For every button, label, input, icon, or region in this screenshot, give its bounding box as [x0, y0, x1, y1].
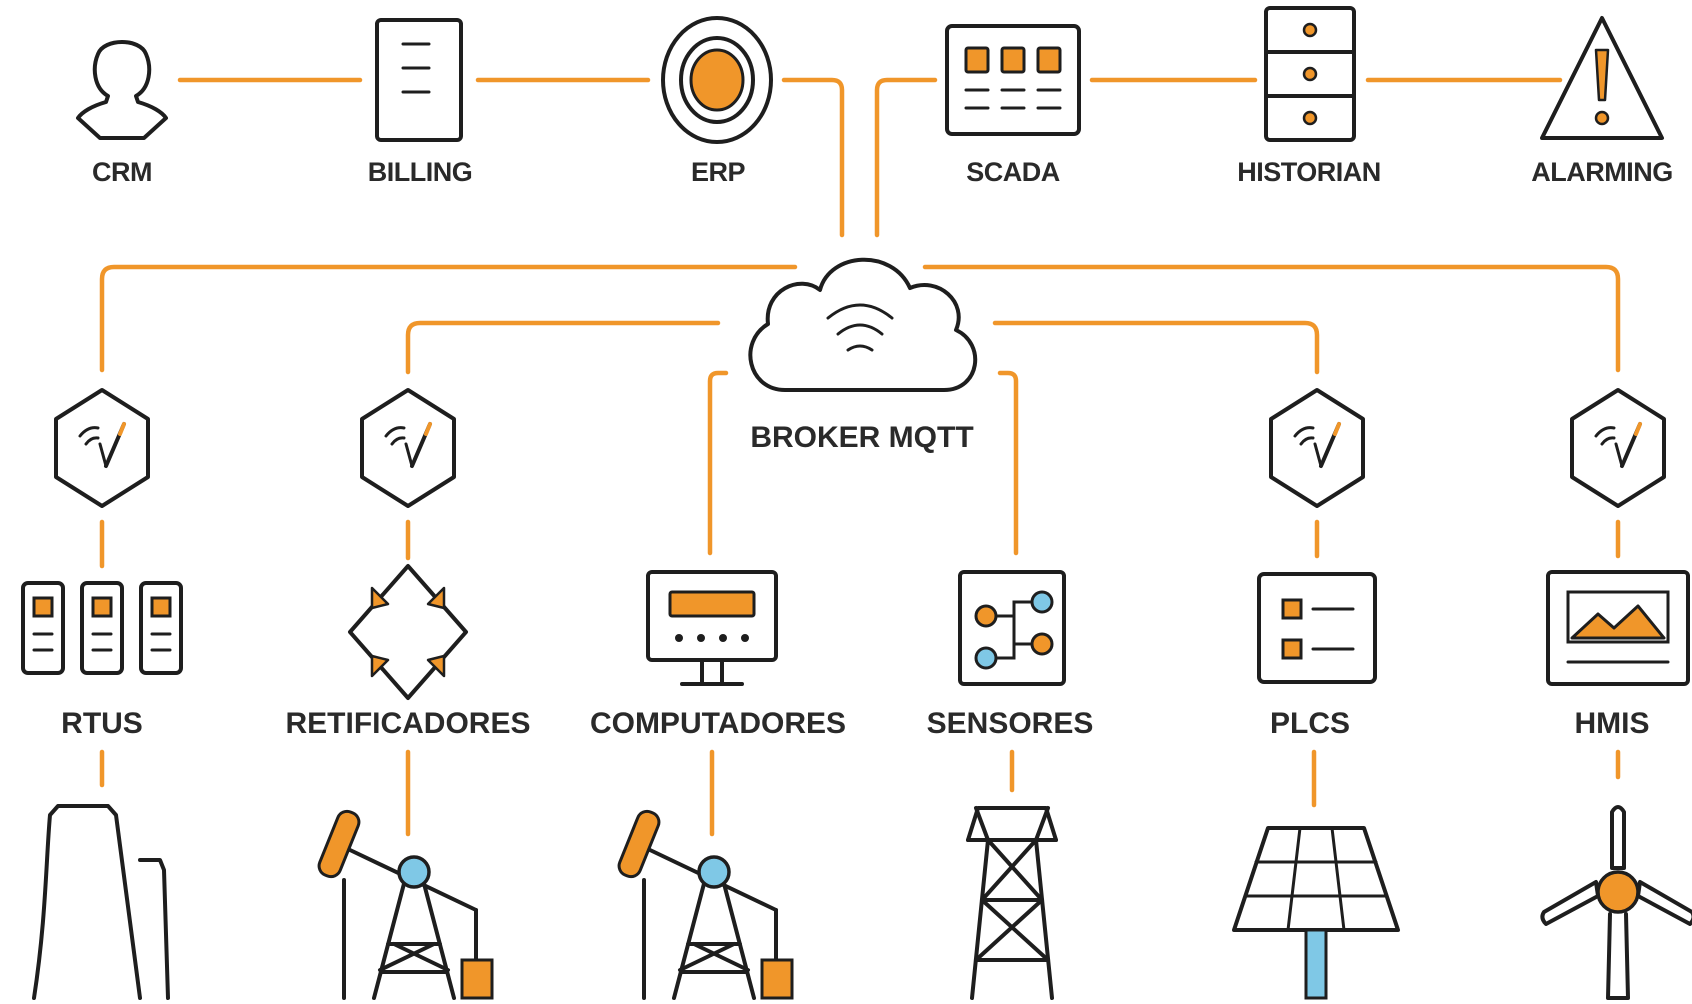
broker-label: BROKER MQTT — [750, 421, 973, 454]
device-labels: RTUS RETIFICADORES COMPUTADORES SENSORES… — [61, 707, 1649, 740]
label-hmis: HMIS — [1575, 707, 1650, 740]
label-alarming: ALARMING — [1531, 157, 1672, 187]
pumpjack-icon — [317, 809, 494, 1000]
link-broker-plcs — [992, 320, 1320, 375]
wind-turbine-icon — [1540, 805, 1692, 1000]
link-broker-hmis — [922, 264, 1621, 373]
warning-icon — [1540, 16, 1664, 140]
user-icon — [76, 40, 168, 140]
server-rack-icon — [1264, 6, 1356, 142]
label-computadores: COMPUTADORES — [590, 707, 846, 740]
link-erp-broker — [781, 77, 845, 238]
target-icon — [661, 16, 773, 144]
connection-lines — [99, 77, 1621, 837]
cooling-tower-icon — [32, 804, 170, 1000]
label-scada: SCADA — [966, 157, 1060, 187]
label-retificadores: RETIFICADORES — [285, 707, 530, 740]
top-system-labels: CRM BILLING ERP SCADA HISTORIAN ALARMING — [92, 157, 1673, 187]
label-billing: BILLING — [368, 157, 473, 187]
gateway-icon — [360, 388, 456, 508]
gateway-icon — [1570, 388, 1666, 508]
link-broker-rtus — [99, 264, 798, 373]
link-broker-computadores — [707, 370, 729, 556]
solar-panel-icon — [1232, 826, 1400, 1000]
label-plcs: PLCS — [1270, 707, 1350, 740]
computer-icon — [646, 570, 778, 686]
gateway-icon — [1269, 388, 1365, 508]
rtu-icon — [21, 581, 183, 675]
label-erp: ERP — [691, 157, 746, 187]
label-crm: CRM — [92, 157, 152, 187]
link-broker-retificadores — [405, 320, 721, 375]
gateway-icon — [54, 388, 150, 508]
plc-icon — [1257, 572, 1377, 684]
sensor-icon — [958, 570, 1066, 686]
link-broker-sensores — [997, 370, 1019, 556]
dashboard-icon — [945, 24, 1081, 136]
label-sensores: SENSORES — [927, 707, 1094, 740]
pumpjack-icon — [617, 809, 794, 1000]
cloud-wifi-icon — [748, 257, 978, 392]
power-pylon-icon — [966, 806, 1058, 1000]
hmi-icon — [1546, 570, 1690, 686]
link-scada-broker — [874, 77, 938, 238]
rectifier-icon — [348, 564, 468, 700]
label-rtus: RTUS — [61, 707, 143, 740]
label-historian: HISTORIAN — [1237, 157, 1381, 187]
document-icon — [375, 18, 463, 142]
